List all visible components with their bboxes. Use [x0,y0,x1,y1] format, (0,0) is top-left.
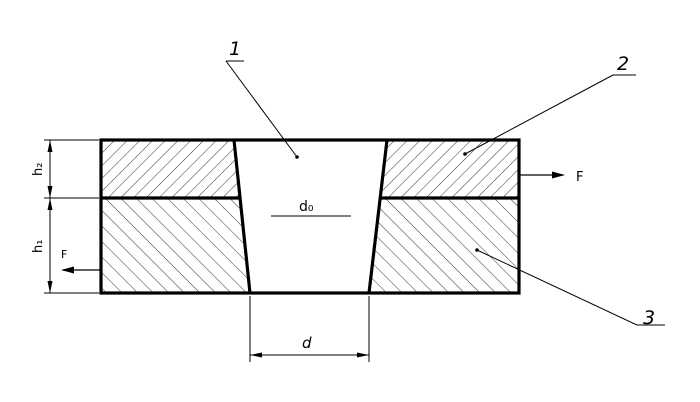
force-arrow-right [519,171,565,179]
callout-label-1: 1 [229,38,241,60]
hole-wall-right [367,139,389,294]
force-label-left: F [61,248,67,261]
hole-top-diameter-label: d₀ [299,199,314,215]
force-label-right: F [576,170,583,185]
force-arrow-left [61,266,101,274]
height-label-top: h₂ [31,163,46,176]
hole-bottom-diameter-label: d [302,334,312,352]
layer-2-hatching [101,140,519,198]
callout-leaders [225,60,665,326]
dimension-heights [44,139,99,294]
dimension-d [249,296,370,362]
layer-3-hatching [101,198,519,293]
part-outline [99,138,521,295]
callout-label-2: 2 [617,53,629,75]
callout-label-3: 3 [643,307,655,329]
height-label-bottom: h₁ [31,240,46,253]
hole-wall-left [232,139,252,294]
